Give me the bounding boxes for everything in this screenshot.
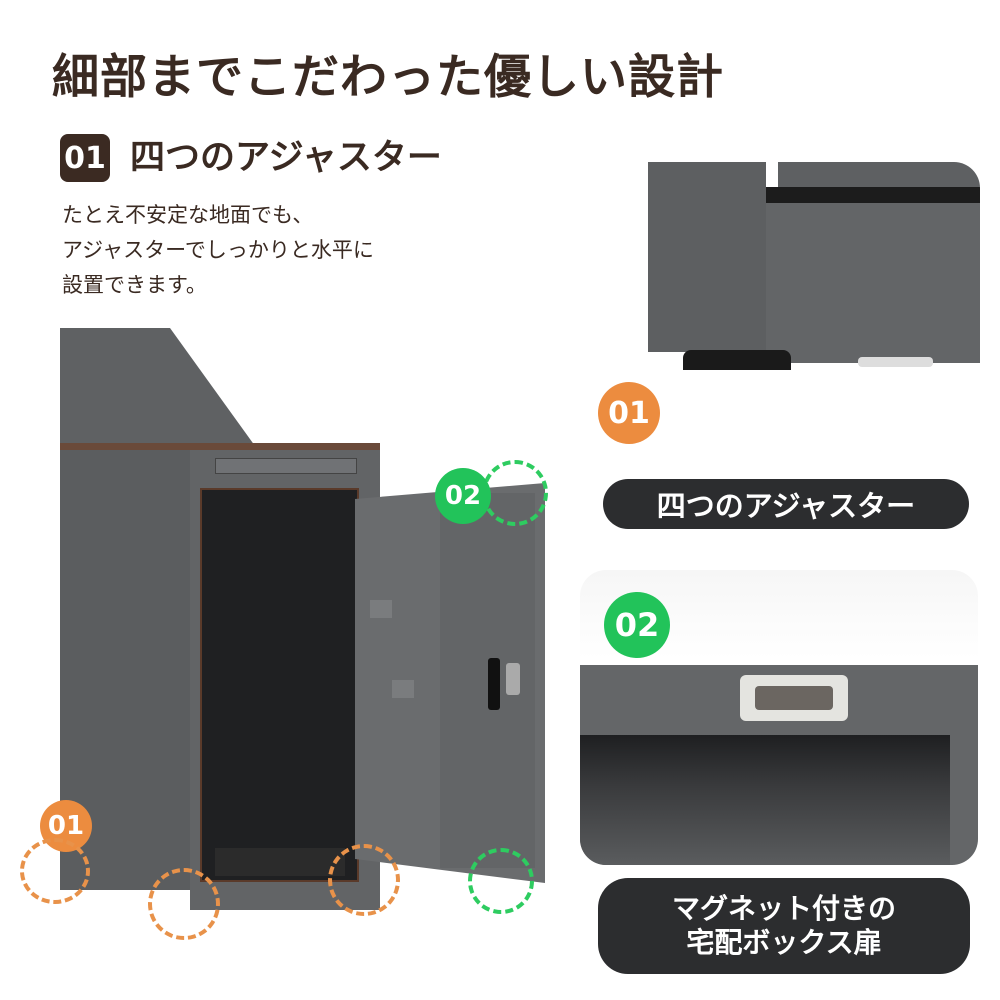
magnet-highlight-circle [482,460,548,526]
adjuster-highlight-circle [328,844,400,916]
description-line: アジャスターでしっかりと水平に [62,238,374,262]
adjuster-highlight-circle [20,838,90,904]
adjuster-foot-icon [858,357,933,367]
marker-02-badge: 02 [435,468,491,524]
adjuster-highlight-circle [148,868,220,940]
floor-mat [215,848,345,876]
caption-line: 宅配ボックス扉 [686,926,882,959]
description-line: 設置できます。 [62,273,207,297]
door-bracket [370,600,392,618]
section-description: たとえ不安定な地面でも、 アジャスターでしっかりと水平に 設置できます。 [62,198,374,303]
page-title: 細部までこだわった優しい設計 [52,50,724,105]
gap-shadow [766,187,980,203]
detail-01-badge: 01 [598,382,660,444]
door-bracket [392,680,414,698]
section-number-badge: 01 [60,134,110,182]
front-plate [766,203,980,363]
box-interior [200,488,359,882]
magnet-closeup-photo [580,570,978,865]
top-rail [778,162,980,187]
detail-02-badge: 02 [604,592,670,658]
adjuster-closeup-photo [648,162,980,370]
delivery-box-product-image: 02 01 [20,328,580,948]
door-lock [506,663,520,695]
adjuster-foot-icon [683,350,791,370]
description-line: たとえ不安定な地面でも、 [62,203,314,227]
detail-02-caption: マグネット付きの 宅配ボックス扉 [598,878,970,974]
door-handle [488,658,500,710]
detail-01-caption: 四つのアジャスター [603,479,969,529]
door-opening [580,735,950,865]
mail-slot [215,458,357,474]
magnet-highlight-circle [468,848,534,914]
section-title: 四つのアジャスター [130,138,442,178]
caption-line: マグネット付きの [671,892,896,925]
open-lid-panel [60,328,260,453]
leg-panel [648,162,766,352]
magnet-core [755,686,833,710]
